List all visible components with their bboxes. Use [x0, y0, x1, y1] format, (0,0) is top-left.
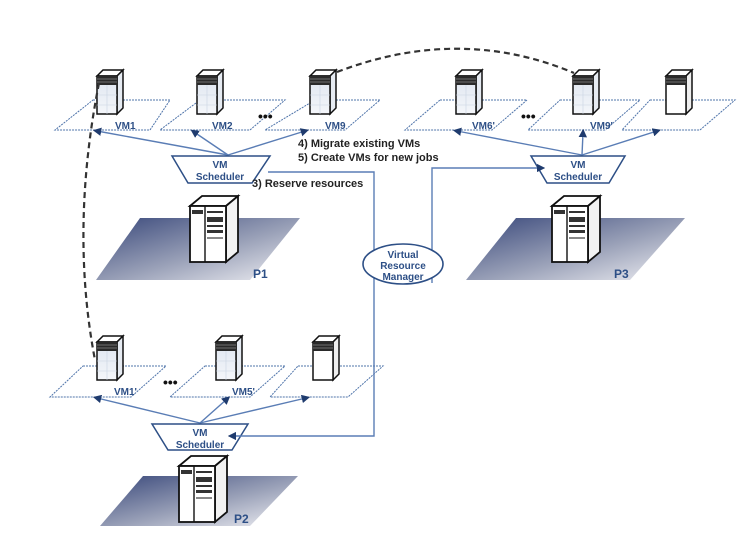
vm-label: VM6': [472, 121, 495, 132]
vm-label: VM2: [212, 121, 233, 132]
step-migrate: 4) Migrate existing VMs: [298, 138, 420, 150]
host-label-p3: P3: [614, 267, 629, 281]
ellipsis: •••: [163, 374, 178, 390]
scheduler-label: Scheduler: [196, 172, 244, 183]
vm-label: VM9: [325, 121, 346, 132]
step-reserve: 3) Reserve resources: [252, 178, 363, 190]
migration-arrow-vm1-to-p2: [82, 82, 101, 361]
vm-scheduler-p2: [150, 423, 250, 451]
vm-slot-vm6: [403, 99, 529, 131]
vm-slot-empty: [620, 99, 737, 131]
vm-slot-vm9: [263, 99, 382, 131]
host-label-p2: P2: [234, 512, 249, 526]
vrm-label: Resource: [380, 261, 426, 272]
migration-arrow-vm9-to-p3: [336, 47, 575, 75]
scheduler-label: Scheduler: [554, 172, 602, 183]
step-create: 5) Create VMs for new jobs: [298, 152, 439, 164]
vm-server-icon: [455, 69, 483, 115]
host-p3: P3 VM6' VM9' ••• VM Scheduler: [403, 69, 737, 281]
physical-server-icon: [551, 195, 601, 263]
vrm-ellipse: [362, 243, 444, 285]
host-p2: P2 VM1' VM5' ••• VM Scheduler: [48, 335, 385, 526]
vm-server-icon: [196, 69, 224, 115]
virtual-resource-manager: Virtual Resource Manager: [227, 163, 546, 441]
vm-label: VM9': [590, 121, 613, 132]
vm-slot-vm2: [158, 99, 287, 131]
physical-server-icon: [189, 195, 239, 263]
vm-empty-icon: [312, 335, 340, 381]
vm-scheduler-p3: [529, 155, 627, 184]
scheduler-label: Scheduler: [176, 440, 224, 451]
vm-slot-vm5p: [168, 365, 287, 398]
link-vrm-to-p3: [431, 163, 546, 283]
scheduler-label: VM: [193, 428, 208, 439]
vm-server-icon: [309, 69, 337, 115]
ellipsis: •••: [258, 108, 273, 124]
ellipsis: •••: [521, 108, 536, 124]
vrm-label: Virtual: [388, 250, 419, 261]
vm-slot-vm9p: [526, 99, 642, 131]
vm-empty-icon: [665, 69, 693, 115]
vm-label: VM1: [115, 121, 136, 132]
vm-slot-vm1p: [48, 365, 168, 398]
scheduler-label: VM: [213, 160, 228, 171]
vm-scheduler-p1: [170, 155, 272, 184]
vm-label: VM1': [114, 387, 137, 398]
vrm-label: Manager: [382, 272, 423, 283]
physical-server-icon: [178, 455, 228, 523]
vm-server-icon: [572, 69, 600, 115]
vm-slot-vm1: [53, 99, 171, 131]
link-vrm-to-p2: [227, 171, 375, 441]
vm-slot-empty: [268, 365, 385, 398]
vm-server-icon: [96, 335, 124, 381]
scheduler-label: VM: [571, 160, 586, 171]
vm-label: VM5': [232, 387, 255, 398]
vm-server-icon: [215, 335, 243, 381]
host-p1: P1 VM1 VM2 VM9 ••• VM Scheduler: [53, 69, 382, 281]
vm-server-icon: [96, 69, 124, 115]
host-label-p1: P1: [253, 267, 268, 281]
